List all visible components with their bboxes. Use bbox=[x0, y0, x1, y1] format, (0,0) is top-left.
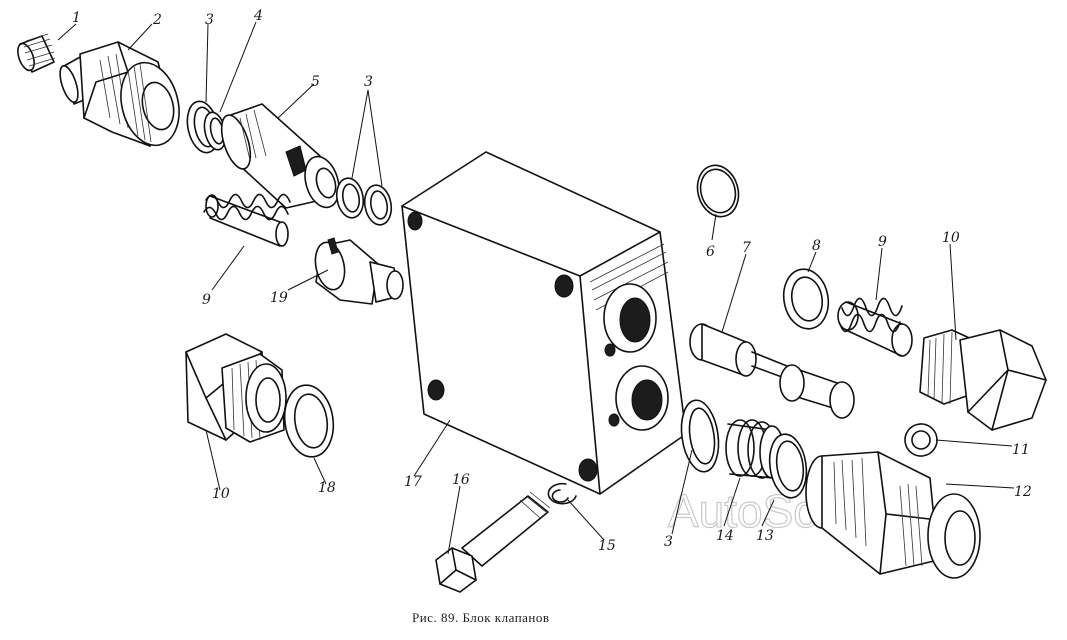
part-12-fitting bbox=[805, 451, 981, 579]
part-5-valve-sleeve bbox=[220, 103, 340, 209]
label-4: 4 bbox=[253, 8, 263, 24]
label-5: 5 bbox=[311, 74, 320, 90]
label-19: 19 bbox=[270, 290, 288, 306]
label-11: 11 bbox=[1012, 442, 1030, 458]
label-13: 13 bbox=[756, 528, 774, 544]
label-9-right: 9 bbox=[878, 234, 887, 250]
label-17: 17 bbox=[404, 474, 422, 490]
label-2: 2 bbox=[152, 12, 162, 28]
label-10-left: 10 bbox=[212, 486, 230, 502]
label-10-right: 10 bbox=[942, 230, 960, 246]
leader-lines bbox=[57, 21, 1015, 555]
label-16: 16 bbox=[452, 472, 470, 488]
label-18: 18 bbox=[318, 480, 336, 496]
part-10-plug-left bbox=[185, 333, 287, 443]
part-19-plunger bbox=[314, 237, 404, 305]
part-labels: 1 2 3 4 5 3 9 19 10 18 17 16 15 6 7 8 9 … bbox=[72, 8, 1032, 554]
part-2-union-fitting bbox=[59, 41, 180, 147]
part-9-spring-left bbox=[203, 193, 291, 247]
figure-caption: Рис. 89. Блок клапанов bbox=[412, 610, 550, 625]
part-10-plug-right bbox=[919, 329, 1047, 431]
part-8-washer bbox=[782, 268, 830, 330]
label-15: 15 bbox=[598, 538, 616, 554]
label-6: 6 bbox=[706, 244, 715, 260]
part-15-lock-washer bbox=[547, 482, 577, 505]
part-13-ring bbox=[768, 433, 808, 499]
label-14: 14 bbox=[716, 528, 734, 544]
part-4-ring bbox=[203, 111, 227, 151]
part-7-poppet-valve bbox=[689, 323, 855, 419]
part-1-plug bbox=[17, 33, 56, 73]
label-7: 7 bbox=[742, 240, 751, 256]
part-16-bolt bbox=[435, 491, 551, 593]
label-3-upper: 3 bbox=[205, 12, 214, 28]
part-3-washer-pair bbox=[335, 177, 393, 226]
part-9-spring-right bbox=[837, 297, 913, 357]
label-3-pair: 3 bbox=[364, 74, 373, 90]
label-1: 1 bbox=[72, 10, 81, 26]
part-6-ring bbox=[696, 164, 740, 218]
part-3-washer-lower bbox=[680, 399, 720, 473]
label-12: 12 bbox=[1014, 484, 1032, 500]
label-3-lower: 3 bbox=[664, 534, 673, 550]
part-17-valve-block bbox=[401, 151, 687, 495]
label-8: 8 bbox=[812, 238, 821, 254]
part-11-small-washer bbox=[904, 423, 938, 457]
label-9-left: 9 bbox=[202, 292, 211, 308]
part-18-washer bbox=[283, 384, 335, 458]
